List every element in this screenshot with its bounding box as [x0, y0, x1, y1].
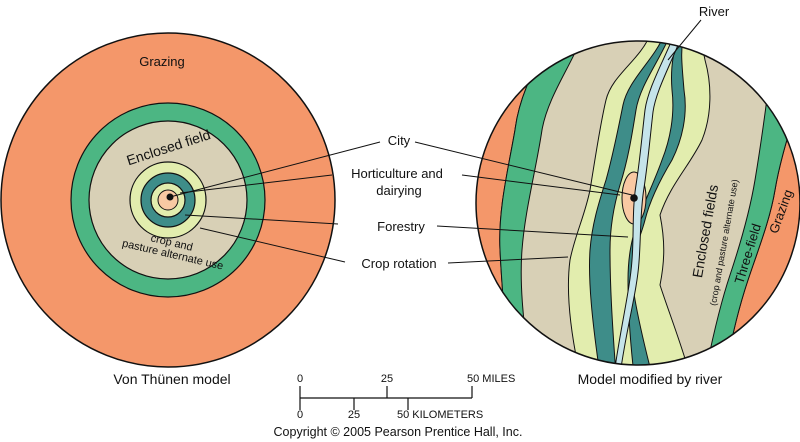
km-tick-25: 25	[348, 409, 360, 421]
von-thunen-model: Grazing Enclosed field crop and pasture …	[0, 32, 336, 387]
river-model-outline	[475, 40, 800, 366]
river	[613, 41, 683, 365]
city-core	[157, 189, 179, 211]
city-dot-river	[630, 194, 638, 202]
horticulture-label-line1: Horticulture and	[351, 166, 443, 181]
leader-lines	[169, 141, 633, 264]
miles-tick-50: 50 MILES	[467, 373, 515, 385]
horticulture-label-line2: dairying	[376, 183, 422, 198]
left-caption: Von Thünen model	[113, 371, 230, 387]
copyright: Copyright © 2005 Pearson Prentice Hall, …	[274, 425, 523, 439]
miles-tick-25: 25	[381, 373, 393, 385]
three-field-region-left	[499, 41, 583, 365]
scale-bar: 0 25 50 MILES 0 25 50 KILOMETERS	[297, 373, 515, 421]
river-label: River	[699, 4, 730, 19]
city-label: City	[388, 133, 411, 148]
horticulture-region	[609, 41, 681, 365]
grazing-label: Grazing	[139, 54, 185, 69]
km-tick-0: 0	[297, 409, 303, 421]
river-model: River Enclosed fields (crop and pasture …	[475, 4, 800, 387]
forestry-label: Forestry	[377, 219, 425, 234]
miles-tick-0: 0	[297, 373, 303, 385]
crop-rotation-label: Crop rotation	[361, 256, 436, 271]
river-pointer	[667, 19, 702, 61]
km-tick-50: 50 KILOMETERS	[397, 409, 483, 421]
right-caption: Model modified by river	[578, 371, 723, 387]
